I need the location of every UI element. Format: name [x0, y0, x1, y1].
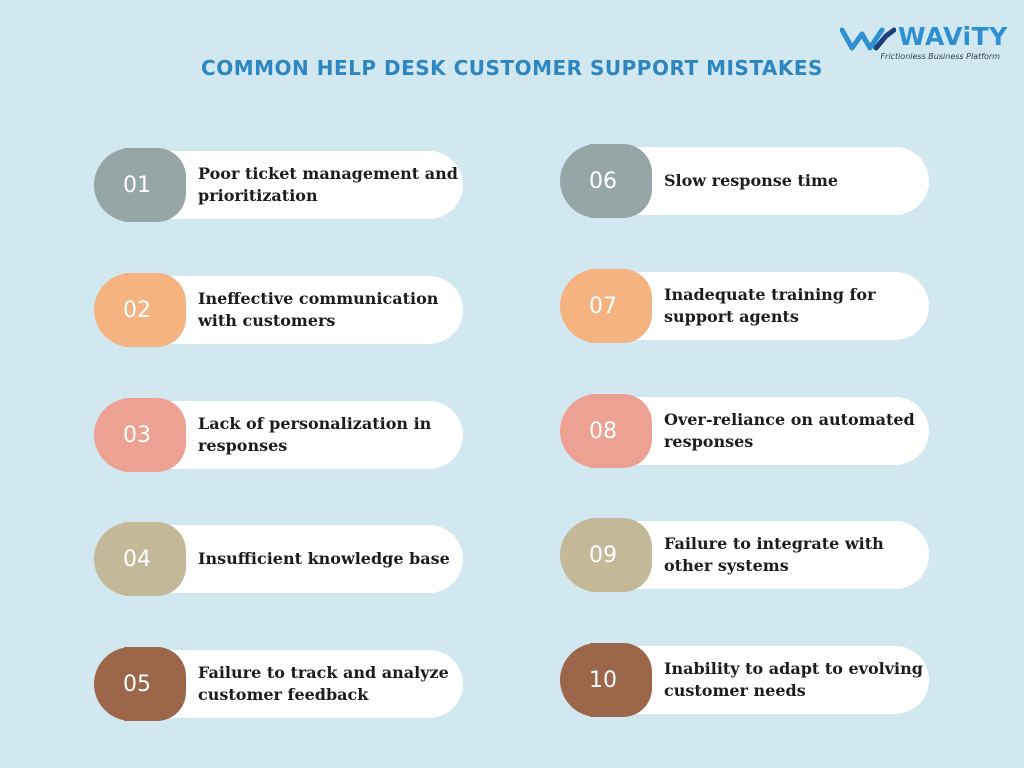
wavity-logo: WAViTY Frictionless Business Platform	[840, 22, 1007, 62]
logo-wordmark: WAViTY	[898, 22, 1008, 51]
item-text: Slow response time	[664, 171, 839, 190]
list-item: 01 Poor ticket management and prioritiza…	[94, 148, 465, 224]
item-text: Over-reliance on automated responses	[664, 410, 915, 451]
item-number-badge: 02	[94, 273, 186, 347]
page-title: COMMON HELP DESK CUSTOMER SUPPORT MISTAK…	[201, 56, 823, 80]
item-number-badge: 03	[94, 398, 186, 472]
wavity-logo-icon	[840, 27, 896, 51]
item-text: Inadequate training for support agents	[664, 285, 876, 326]
item-number-badge: 06	[560, 144, 652, 218]
item-number-badge: 09	[560, 518, 652, 592]
list-item: 10 Inability to adapt to evolving custom…	[560, 643, 931, 719]
item-number-badge: 04	[94, 522, 186, 596]
logo-tagline: Frictionless Business Platform	[880, 52, 1000, 61]
item-number-badge: 07	[560, 269, 652, 343]
item-number-badge: 10	[560, 643, 652, 717]
item-number-badge: 05	[94, 647, 186, 721]
item-text: Poor ticket management and prioritizatio…	[198, 164, 458, 205]
list-item: 04 Insufficient knowledge base	[94, 522, 465, 598]
item-text: Failure to track and analyze customer fe…	[198, 663, 449, 704]
list-item: 06 Slow response time	[560, 144, 931, 220]
item-text: Insufficient knowledge base	[198, 549, 450, 568]
item-text: Lack of personalization in responses	[198, 414, 432, 455]
list-item: 08 Over-reliance on automated responses	[560, 394, 931, 470]
item-number-badge: 01	[94, 148, 186, 222]
list-item: 03 Lack of personalization in responses	[94, 398, 465, 474]
item-text: Failure to integrate with other systems	[664, 534, 884, 575]
item-text: Inability to adapt to evolving customer …	[664, 659, 923, 700]
list-item: 05 Failure to track and analyze customer…	[94, 647, 465, 723]
list-item: 07 Inadequate training for support agent…	[560, 269, 931, 345]
item-number-badge: 08	[560, 394, 652, 468]
list-item: 09 Failure to integrate with other syste…	[560, 518, 931, 594]
list-item: 02 Ineffective communication with custom…	[94, 273, 465, 349]
item-text: Ineffective communication with customers	[198, 289, 439, 330]
